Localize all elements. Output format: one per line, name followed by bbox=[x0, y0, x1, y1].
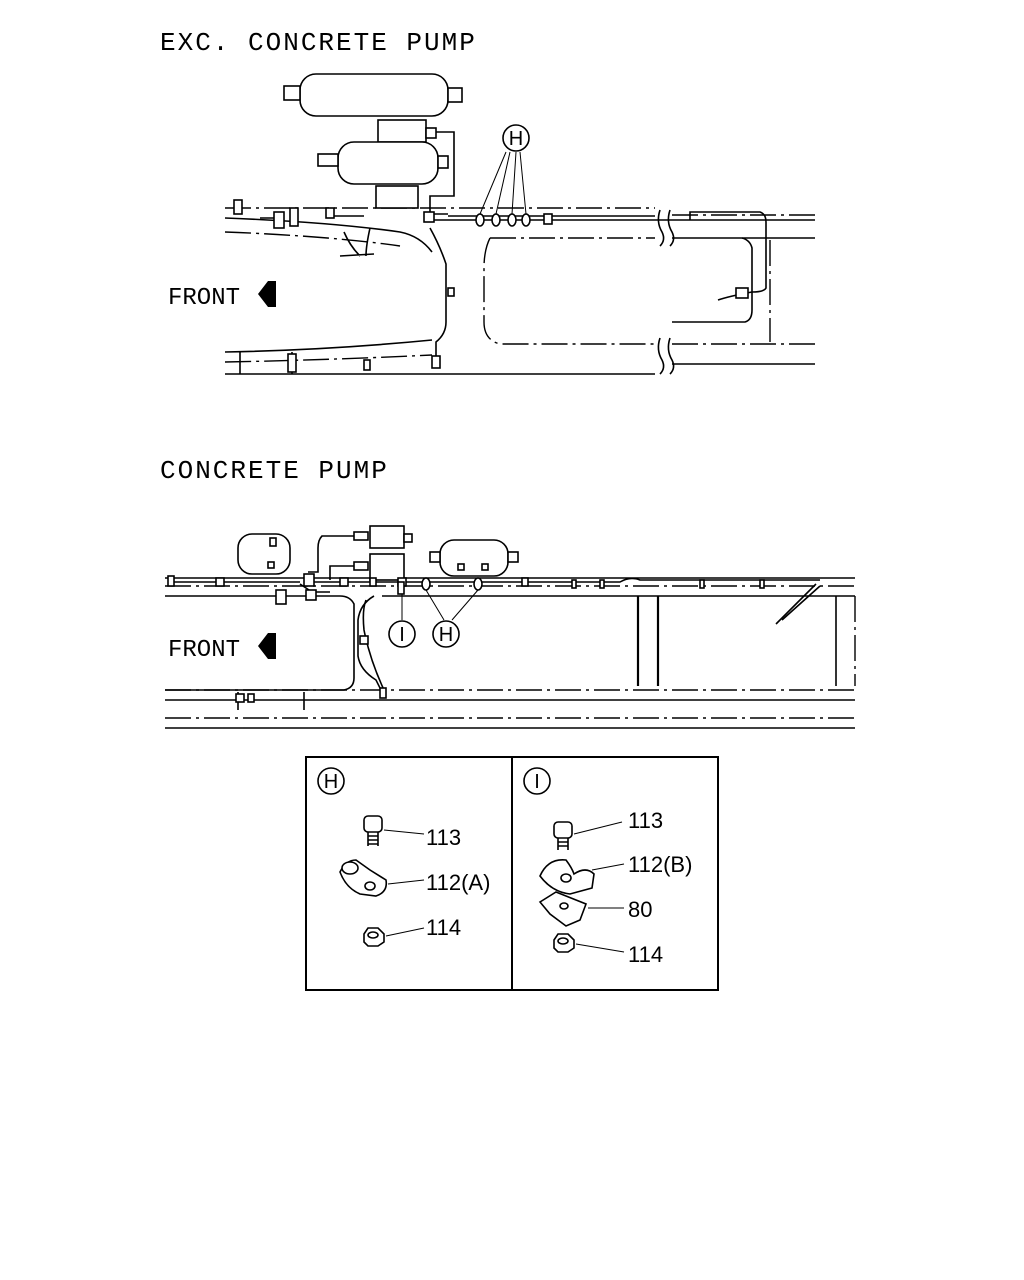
bottom-pipe-clips bbox=[397, 577, 483, 595]
detail-I-callout: I bbox=[534, 771, 540, 793]
bottom-front-marker: FRONT bbox=[168, 633, 276, 664]
top-air-tank-lower bbox=[317, 141, 449, 209]
top-front-marker: FRONT bbox=[168, 281, 276, 312]
bolt-icon bbox=[553, 821, 573, 850]
top-callout-H: H bbox=[479, 124, 530, 215]
bottom-view-title: CONCRETE PUMP bbox=[160, 456, 389, 486]
nut-icon bbox=[553, 933, 575, 953]
detail-H-panel: H 113 112(A) 114 bbox=[317, 767, 490, 947]
top-view: EXC. CONCRETE PUMP bbox=[160, 28, 815, 375]
detail-I-part-112b: 112(B) bbox=[628, 852, 692, 877]
detail-H-part-114: 114 bbox=[426, 915, 461, 940]
bracket-plate-icon bbox=[538, 891, 588, 927]
nut-icon bbox=[363, 927, 385, 947]
detail-I-panel: I 113 112(B) 80 bbox=[523, 767, 692, 967]
bolt-icon bbox=[363, 815, 383, 846]
bottom-callout-I-label: I bbox=[399, 624, 405, 646]
top-air-tank-upper bbox=[283, 73, 463, 143]
top-view-title: EXC. CONCRETE PUMP bbox=[160, 28, 477, 58]
bottom-callout-I: I bbox=[388, 594, 416, 648]
bottom-air-piping bbox=[167, 535, 821, 703]
top-front-label: FRONT bbox=[168, 285, 240, 312]
bottom-air-tank-left bbox=[237, 533, 291, 575]
clip-a-icon bbox=[339, 859, 388, 897]
detail-I-part-114: 114 bbox=[628, 942, 663, 967]
bottom-valve-units bbox=[353, 525, 413, 581]
clip-b-icon bbox=[539, 859, 595, 895]
bottom-callout-H: H bbox=[425, 589, 479, 648]
detail-I-part-80: 80 bbox=[628, 897, 652, 922]
bottom-front-arrow-icon bbox=[258, 633, 276, 659]
detail-H-part-112a: 112(A) bbox=[426, 870, 490, 895]
bottom-front-label: FRONT bbox=[168, 637, 240, 664]
detail-I-part-113: 113 bbox=[628, 808, 663, 833]
top-callout-H-label: H bbox=[509, 128, 523, 150]
bottom-callout-H-label: H bbox=[439, 624, 453, 646]
detail-H-part-113: 113 bbox=[426, 825, 461, 850]
bottom-frame-rails bbox=[165, 577, 856, 729]
top-air-piping bbox=[233, 131, 815, 373]
bottom-air-tank-right bbox=[429, 539, 519, 577]
top-frame-rails bbox=[224, 207, 815, 375]
detail-H-callout: H bbox=[324, 771, 338, 793]
detail-box: H 113 112(A) 114 I bbox=[305, 756, 719, 991]
top-front-arrow-icon bbox=[258, 281, 276, 307]
bottom-view: CONCRETE PUMP bbox=[160, 456, 856, 729]
